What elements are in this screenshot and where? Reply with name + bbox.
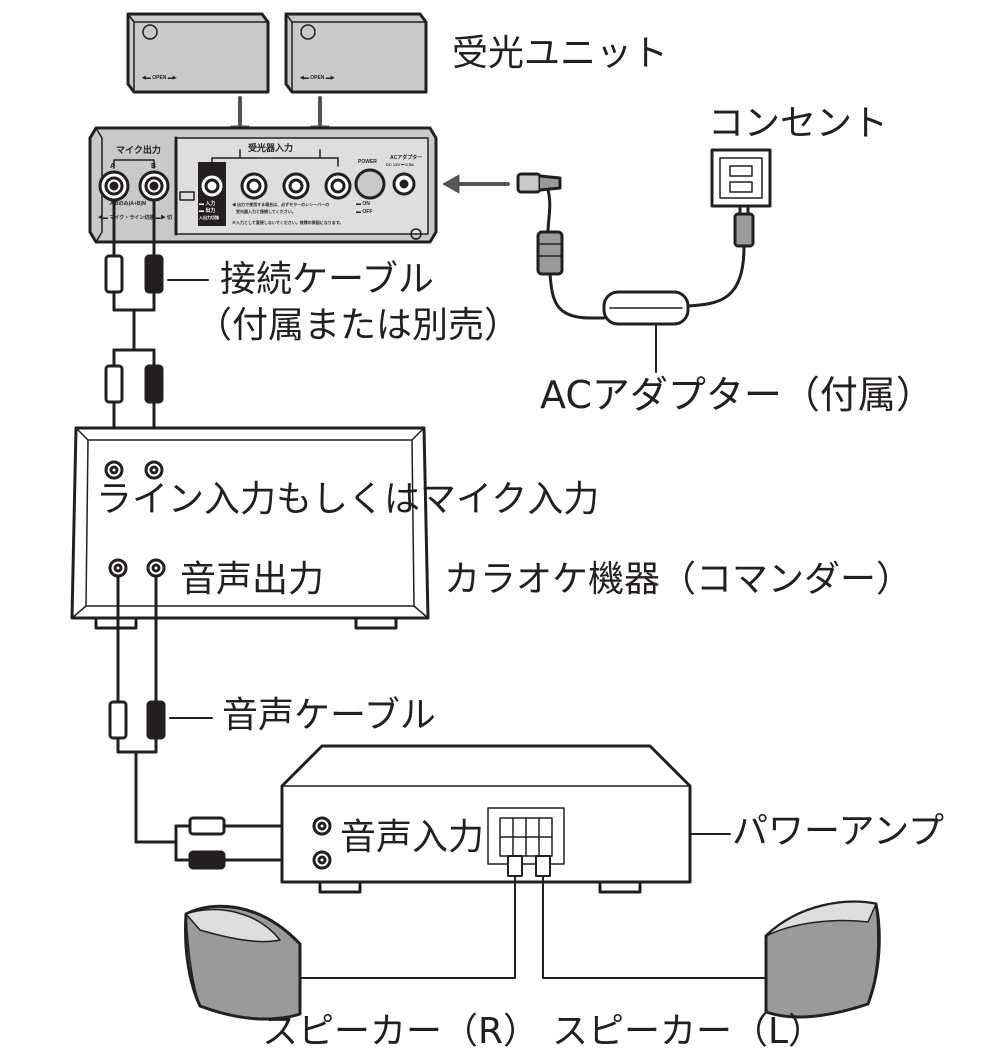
- power-on-label: ▬ ON: [356, 201, 370, 207]
- receiver-main-panel: [88, 126, 438, 244]
- in-out-input-label: ▬ 入力: [199, 201, 216, 207]
- in-out-switch-label: 入出力切換: [199, 215, 219, 220]
- speaker-right: [184, 904, 302, 1021]
- jack-b-label: B: [151, 163, 157, 170]
- ac-adapter-spec-label: ACアダプター: [390, 155, 423, 161]
- power-amplifier: [280, 744, 731, 894]
- receiver-unit-right: [284, 12, 428, 94]
- receiver-unit-left: [126, 12, 270, 94]
- jack-a-label: A: [110, 163, 116, 170]
- brand-logo-icon: [142, 24, 158, 40]
- mic-line-switch-label: ◀▬ マイク・ライン切換 ▬▶ 切: [98, 215, 172, 221]
- ac-adapter-rating-label: DC 12V ⎓ 0.5A: [386, 162, 414, 167]
- audio-cable-label: 音声ケーブル: [222, 695, 436, 736]
- speaker-right-label: スピーカー（R）: [262, 1011, 540, 1052]
- speaker-left: [764, 900, 881, 1019]
- audio-input-label: 音声入力: [340, 817, 485, 858]
- panel-note-line2: 受光器入力と接続してください。: [236, 209, 296, 214]
- connection-cable: [104, 198, 209, 464]
- power-button: [354, 168, 386, 200]
- ac-adapter-plug: [516, 172, 562, 234]
- speaker-left-label: スピーカー（L）: [552, 1011, 825, 1052]
- connection-cable-label: 接続ケーブル: [220, 259, 434, 300]
- brand-logo-icon: [300, 24, 316, 40]
- in-out-switch: [179, 191, 195, 201]
- panel-note-line1: ◀ 出力で使用する場合は、必ずモラーのレシーバーの: [232, 202, 330, 207]
- ac-adapter-label: ACアダプター（付属）: [540, 373, 934, 417]
- mic-mode-label: A/Bのみ(A+B)M: [110, 201, 147, 207]
- receiver-input-jacks: [198, 172, 352, 200]
- audio-cable: [108, 574, 314, 870]
- panel-note-line3: ※入力として直接しないでください。故障の原因になります。: [232, 220, 344, 225]
- connection-cable-note: （付属または別売）: [196, 305, 521, 346]
- power-panel-label: POWER: [358, 159, 377, 165]
- mic-output-jack-a: [98, 170, 130, 202]
- mic-output-panel-label: マイク出力: [116, 145, 161, 155]
- in-out-output-label: ▬ 出力: [199, 208, 216, 214]
- outlet-label: コンセント: [708, 103, 889, 144]
- speaker-wires: [297, 875, 765, 979]
- mic-output-jack-b: [138, 170, 170, 202]
- receiver-unit-label: 受光ユニット: [452, 33, 669, 74]
- line-or-mic-input-label: ライン入力もしくはマイク入力: [96, 479, 600, 520]
- power-amp-label: パワーアンプ: [732, 811, 945, 852]
- arrow-left-icon: [442, 174, 510, 194]
- wall-outlet: [710, 148, 772, 208]
- ac-adapter: [536, 203, 755, 326]
- audio-output-label: 音声出力: [180, 559, 325, 600]
- unit-open-label-left: ◀▬ OPEN ▬▶: [142, 75, 177, 81]
- unit-open-label-right: ◀▬ OPEN ▬▶: [300, 75, 335, 81]
- receiver-input-panel-label: 受光器入力: [248, 143, 294, 153]
- karaoke-device-label: カラオケ機器（コマンダー）: [444, 559, 913, 600]
- karaoke-device: [70, 426, 430, 630]
- power-off-label: ▬ OFF: [356, 209, 373, 215]
